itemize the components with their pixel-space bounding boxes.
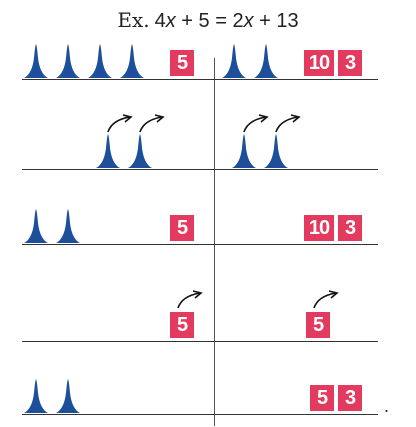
- x-tile-icon: [254, 44, 278, 78]
- balance-line: [22, 341, 378, 342]
- number-tile: 3: [338, 385, 362, 411]
- balance-divider: [214, 58, 215, 426]
- equation-title: Ex. 4x + 5 = 2x + 13: [0, 8, 416, 33]
- x-tile-icon: [222, 44, 246, 78]
- move-arrow-icon: [177, 290, 203, 309]
- x-tile-icon: [24, 44, 48, 78]
- move-arrow-icon: [313, 290, 339, 309]
- number-tile: 10: [304, 215, 334, 241]
- x-tile-icon: [88, 44, 112, 78]
- x-tile-icon: [56, 209, 80, 243]
- number-tile: 5: [170, 312, 194, 338]
- balance-line: [22, 414, 378, 415]
- number-tile: 3: [338, 50, 362, 76]
- balance-line: [22, 79, 378, 80]
- trailing-period: .: [384, 396, 390, 416]
- move-arrow-icon: [107, 114, 133, 133]
- move-arrow-icon: [139, 114, 165, 133]
- balance-line: [22, 169, 378, 170]
- number-tile: 5: [170, 215, 194, 241]
- balance-line: [22, 244, 378, 245]
- number-tile: 3: [338, 215, 362, 241]
- x-tile-icon: [264, 134, 288, 168]
- x-tile-icon: [56, 379, 80, 413]
- x-tile-icon: [128, 134, 152, 168]
- x-tile-icon: [24, 209, 48, 243]
- number-tile: 10: [304, 50, 334, 76]
- x-tile-icon: [120, 44, 144, 78]
- move-arrow-icon: [243, 114, 269, 133]
- move-arrow-icon: [275, 114, 301, 133]
- title-prefix: Ex.: [117, 8, 150, 32]
- number-tile: 5: [306, 312, 330, 338]
- x-tile-icon: [232, 134, 256, 168]
- title-equation: 4x + 5 = 2x + 13: [154, 10, 299, 32]
- x-tile-icon: [96, 134, 120, 168]
- x-tile-icon: [56, 44, 80, 78]
- number-tile: 5: [310, 385, 334, 411]
- number-tile: 5: [170, 50, 194, 76]
- x-tile-icon: [24, 379, 48, 413]
